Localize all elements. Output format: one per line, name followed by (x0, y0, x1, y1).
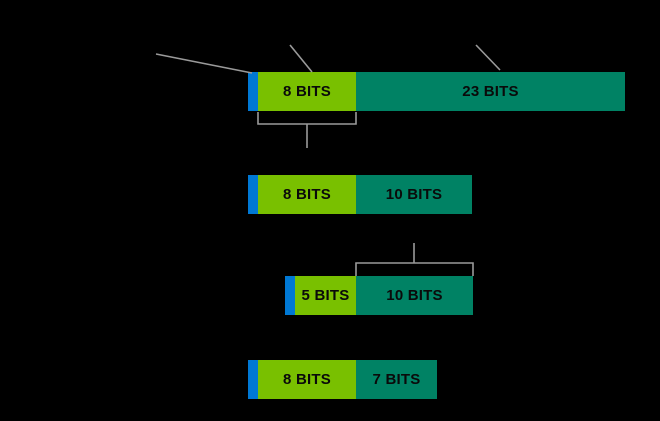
brace-row1-green (257, 112, 357, 125)
row-3-teal-segment[interactable]: 10 BITS (356, 276, 473, 315)
row-1-green-segment-label: 8 BITS (283, 83, 331, 100)
row-3-blue-segment[interactable] (285, 276, 295, 315)
leader-line-middle (289, 44, 313, 73)
bit-field-row-3: 5 BITS 10 BITS (285, 276, 473, 315)
row-1-teal-segment[interactable]: 23 BITS (356, 72, 625, 111)
row-4-green-segment-label: 8 BITS (283, 371, 331, 388)
row-1-teal-segment-label: 23 BITS (462, 83, 519, 100)
row-3-green-segment-label: 5 BITS (301, 287, 350, 304)
row-1-blue-segment[interactable] (248, 72, 258, 111)
row-3-green-segment[interactable]: 5 BITS (295, 276, 356, 315)
row-2-blue-segment[interactable] (248, 175, 258, 214)
row-3-teal-segment-label: 10 BITS (386, 287, 443, 304)
row-4-teal-segment-label: 7 BITS (372, 371, 421, 388)
row-4-green-segment[interactable]: 8 BITS (258, 360, 356, 399)
row-2-teal-segment[interactable]: 10 BITS (356, 175, 472, 214)
row-2-green-segment-label: 8 BITS (283, 186, 331, 203)
row-1-green-segment[interactable]: 8 BITS (258, 72, 356, 111)
row-4-teal-segment[interactable]: 7 BITS (356, 360, 437, 399)
leader-line-left (155, 53, 253, 74)
row-2-teal-segment-label: 10 BITS (385, 186, 443, 203)
row-2-green-segment[interactable]: 8 BITS (258, 175, 356, 214)
bit-field-row-2: 8 BITS 10 BITS (248, 175, 472, 214)
leader-line-right (475, 44, 501, 71)
bit-field-row-4: 8 BITS 7 BITS (248, 360, 437, 399)
row-4-blue-segment[interactable] (248, 360, 258, 399)
bit-field-row-1: 8 BITS 23 BITS (248, 72, 625, 111)
brace-row3-teal (355, 262, 474, 276)
